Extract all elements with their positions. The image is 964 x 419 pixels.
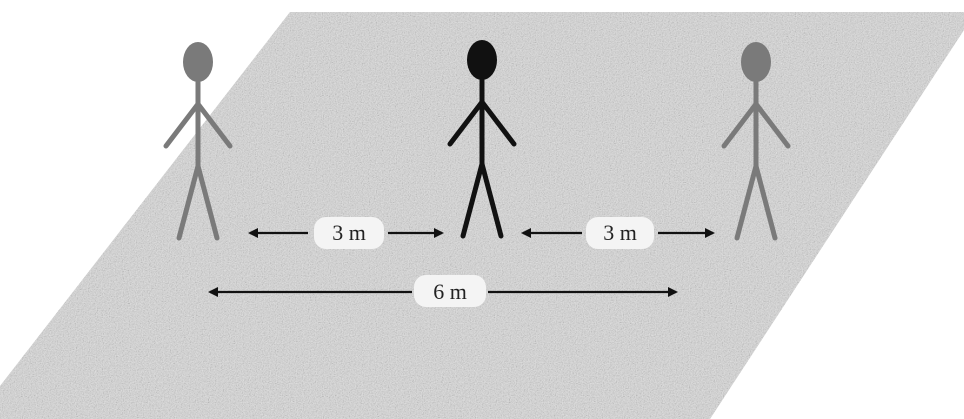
right-person-right-leg	[753, 163, 778, 241]
right-person-right-arm	[753, 101, 791, 149]
left-gap-dimension: 3 m	[248, 217, 444, 249]
total-label-bg	[414, 275, 486, 307]
left-gap-label: 3 m	[332, 220, 366, 245]
left-person-left-leg	[176, 163, 201, 241]
right-gap-label-bg	[586, 217, 654, 249]
center-person-left-arm	[447, 99, 485, 147]
left-gap-label-bg	[314, 217, 384, 249]
right-person	[721, 42, 791, 241]
center-person-right-leg	[479, 161, 504, 239]
right-person-left-leg	[734, 163, 759, 241]
total-label: 6 m	[433, 279, 467, 304]
left-person-head	[183, 42, 213, 82]
right-person-left-arm	[721, 101, 759, 149]
center-person-left-leg	[460, 161, 485, 239]
center-person-right-arm	[479, 99, 517, 147]
total-dimension: 6 m	[208, 275, 678, 307]
left-person	[163, 42, 233, 241]
left-person-left-arm	[163, 101, 201, 149]
right-gap-label: 3 m	[603, 220, 637, 245]
left-person-right-arm	[195, 101, 233, 149]
right-person-head	[741, 42, 771, 82]
center-person	[447, 40, 517, 239]
left-person-right-leg	[195, 163, 220, 241]
right-gap-dimension: 3 m	[521, 217, 715, 249]
center-person-head	[467, 40, 497, 80]
